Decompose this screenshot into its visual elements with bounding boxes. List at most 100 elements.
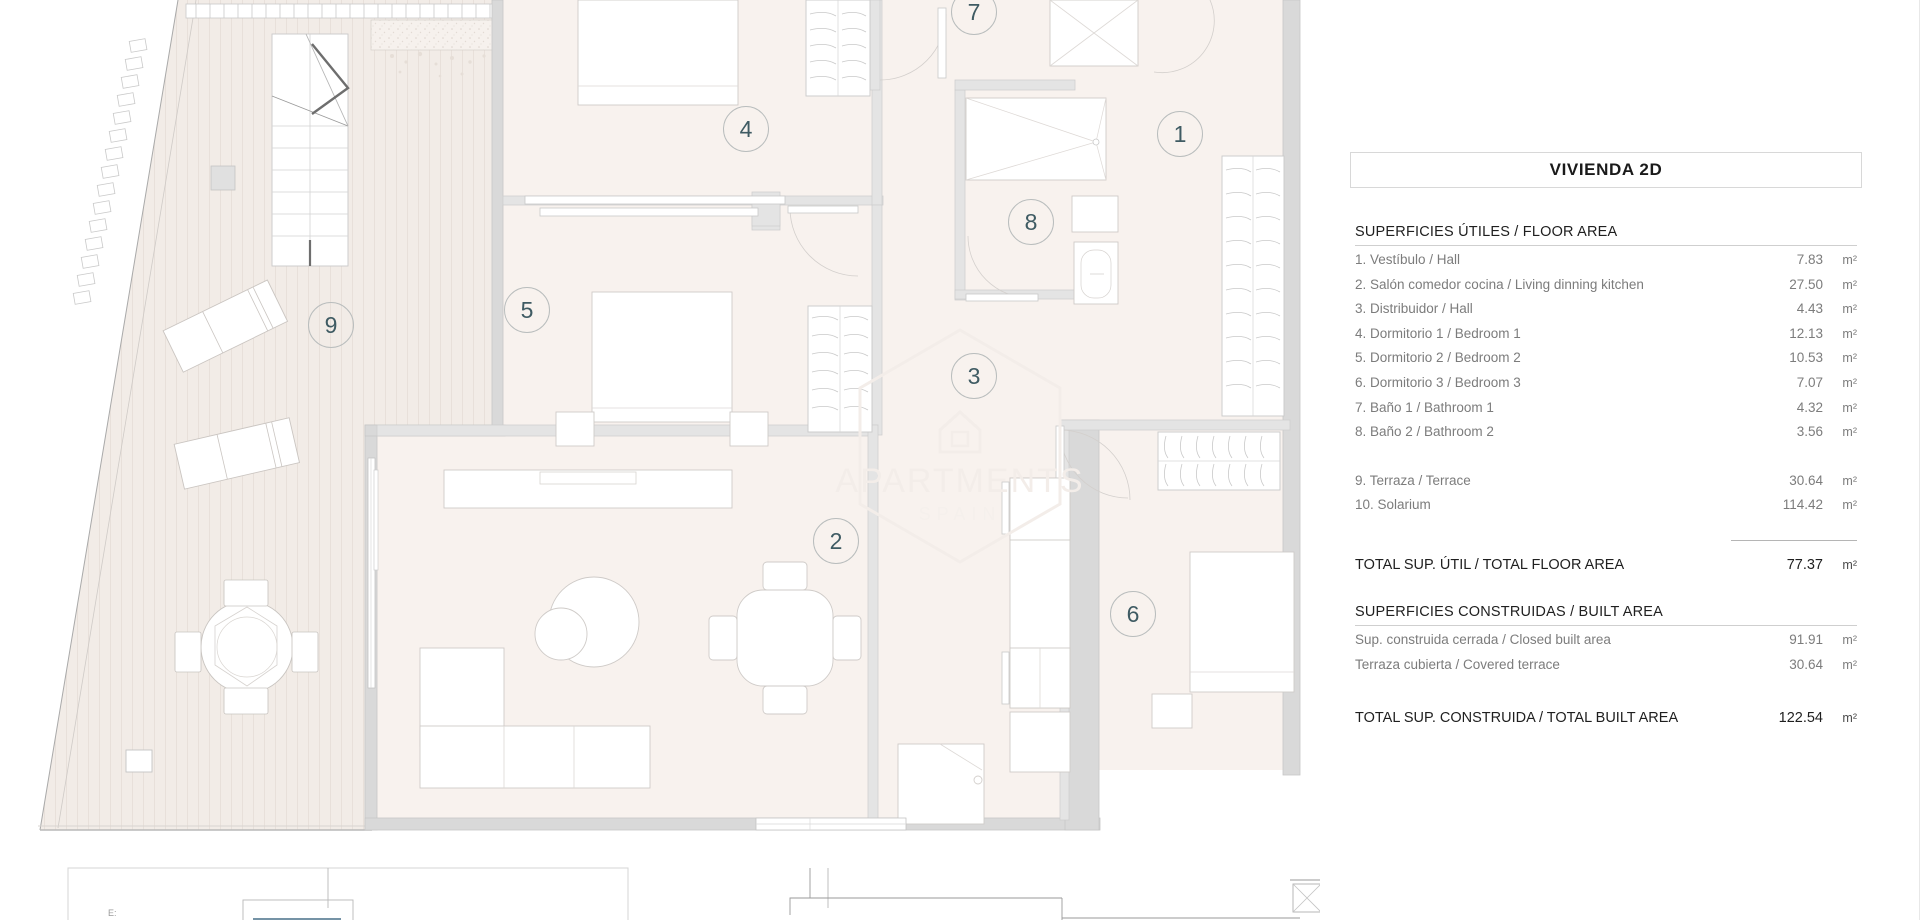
room-marker-8[interactable]: 8 [1008,199,1054,245]
area-value: 30.64 [1789,656,1823,672]
floor-plan-canvas: APARTMENTS SPAIN E: 9 [38,0,1320,920]
area-unit: m² [1842,633,1857,647]
room-marker-6[interactable]: 6 [1110,591,1156,637]
room-marker-label: 4 [739,115,753,142]
area-schedule-panel: VIVIENDA 2D SUPERFICIES ÚTILES / FLOOR A… [1350,0,1880,920]
area-row: Terraza cubierta / Covered terrace 30.64… [1355,653,1857,678]
area-value: 7.07 [1796,374,1823,390]
outdoor-dining-set [174,579,319,715]
built-area-heading: SUPERFICIES CONSTRUIDAS / BUILT AREA [1355,604,1857,626]
area-label: 6. Dormitorio 3 / Bedroom 3 [1355,374,1521,390]
room-marker-9[interactable]: 9 [308,302,354,348]
total-unit: m² [1842,558,1857,572]
room-marker-3[interactable]: 3 [951,353,997,399]
area-unit: m² [1842,351,1857,366]
floor-area-section: SUPERFICIES ÚTILES / FLOOR AREA 1. Vestí… [1355,224,1857,518]
sun-lounger-1 [162,279,289,373]
key-plan-thumbnail: E: [67,867,1320,920]
floor-plan-drawing: APARTMENTS SPAIN E: [38,0,1320,920]
area-unit: m² [1842,400,1857,415]
built-area-total-section: TOTAL SUP. CONSTRUIDA / TOTAL BUILT AREA… [1355,708,1857,728]
area-unit: m² [1842,498,1857,513]
floor-area-total-row: TOTAL SUP. ÚTIL / TOTAL FLOOR AREA 77.37… [1355,555,1857,575]
built-area-rows: Sup. construida cerrada / Closed built a… [1355,628,1857,677]
total-label: TOTAL SUP. ÚTIL / TOTAL FLOOR AREA [1355,557,1625,573]
area-label: 7. Baño 1 / Bathroom 1 [1355,399,1494,415]
sliding-door-terrace [367,457,379,689]
area-row: 5. Dormitorio 2 / Bedroom 2 10.53 m² [1355,346,1857,371]
room-marker-label: 1 [1173,120,1187,147]
total-label: TOTAL SUP. CONSTRUIDA / TOTAL BUILT AREA [1355,710,1679,726]
area-row: 9. Terraza / Terrace 30.64 m² [1355,469,1857,494]
room-marker-label: 2 [829,527,843,554]
area-unit: m² [1842,277,1857,292]
svg-text:APARTMENTS: APARTMENTS [835,462,1084,500]
living-room-furniture [419,469,1071,825]
area-value: 30.64 [1789,472,1823,488]
total-rule [1731,540,1857,541]
total-value: 122.54 [1778,710,1823,726]
room-marker-label: 3 [967,362,981,389]
bathroom-1-fixtures [1049,0,1215,74]
area-unit: m² [1842,657,1857,672]
total-value: 77.37 [1786,557,1823,573]
room-marker-label: 8 [1024,208,1038,235]
room-marker-4[interactable]: 4 [723,106,769,152]
area-label: 2. Salón comedor cocina / Living dinning… [1355,276,1644,292]
room-marker-label: 7 [967,0,981,25]
room-marker-1[interactable]: 1 [1157,111,1203,157]
wardrobe-bedroom-1 [805,0,871,97]
window-living-bottom [755,817,907,831]
floor-area-heading: SUPERFICIES ÚTILES / FLOOR AREA [1355,224,1857,246]
area-unit: m² [1842,302,1857,317]
dwelling-title-box: VIVIENDA 2D [1350,152,1862,188]
floor-area-total-section: TOTAL SUP. ÚTIL / TOTAL FLOOR AREA 77.37… [1355,540,1857,575]
area-label: 1. Vestíbulo / Hall [1355,252,1461,267]
dwelling-title: VIVIENDA 2D [1549,160,1663,179]
area-label: 9. Terraza / Terrace [1355,472,1471,488]
room-marker-2[interactable]: 2 [813,518,859,564]
area-unit: m² [1842,375,1857,390]
room-marker-label: 5 [520,296,534,323]
area-unit: m² [1842,253,1857,267]
area-label: 4. Dormitorio 1 / Bedroom 1 [1355,325,1521,341]
area-row: 4. Dormitorio 1 / Bedroom 1 12.13 m² [1355,322,1857,347]
balustrade-top [72,3,497,305]
staircase [271,33,350,267]
area-label: Sup. construida cerrada / Closed built a… [1355,632,1611,647]
room-marker-5[interactable]: 5 [504,287,550,333]
built-area-section: SUPERFICIES CONSTRUIDAS / BUILT AREA Sup… [1355,604,1857,677]
area-value: 3.56 [1796,424,1823,440]
area-value: 12.13 [1789,325,1823,341]
area-label: Terraza cubierta / Covered terrace [1355,656,1560,672]
wardrobe-bedroom-2 [807,305,873,433]
area-row: 10. Solarium 114.42 m² [1355,493,1857,518]
area-row: 6. Dormitorio 3 / Bedroom 3 7.07 m² [1355,371,1857,396]
planting-bed [370,19,502,78]
bedroom-1-furniture [577,0,739,106]
bedroom-2-furniture [555,291,769,447]
area-row: 8. Baño 2 / Bathroom 2 3.56 m² [1355,420,1857,445]
floor-area-rows: 1. Vestíbulo / Hall 7.83 m² 2. Salón com… [1355,248,1857,518]
wardrobe-hall [1221,155,1285,417]
svg-text:SPAIN: SPAIN [919,504,1002,524]
area-row: 2. Salón comedor cocina / Living dinning… [1355,273,1857,298]
area-unit: m² [1842,326,1857,341]
terrace-fixture [210,165,236,191]
area-row: 7. Baño 1 / Bathroom 1 4.32 m² [1355,396,1857,421]
room-marker-label: 9 [324,311,338,338]
area-value: 7.83 [1796,252,1823,267]
area-value: 114.42 [1782,497,1823,513]
bedroom-3-furniture [1151,551,1295,729]
total-unit: m² [1842,711,1857,725]
area-label: 3. Distribuidor / Hall [1355,301,1473,317]
sun-lounger-2 [173,417,301,490]
area-unit: m² [1842,425,1857,440]
area-row: Sup. construida cerrada / Closed built a… [1355,628,1857,653]
wardrobe-bedroom-3 [1157,431,1281,491]
area-label: 5. Dormitorio 2 / Bedroom 2 [1355,350,1521,366]
area-label: 10. Solarium [1355,497,1431,513]
area-row: 1. Vestíbulo / Hall 7.83 m² [1355,248,1857,273]
bathroom-2-fixtures [965,97,1119,305]
room-marker-label: 6 [1126,600,1140,627]
